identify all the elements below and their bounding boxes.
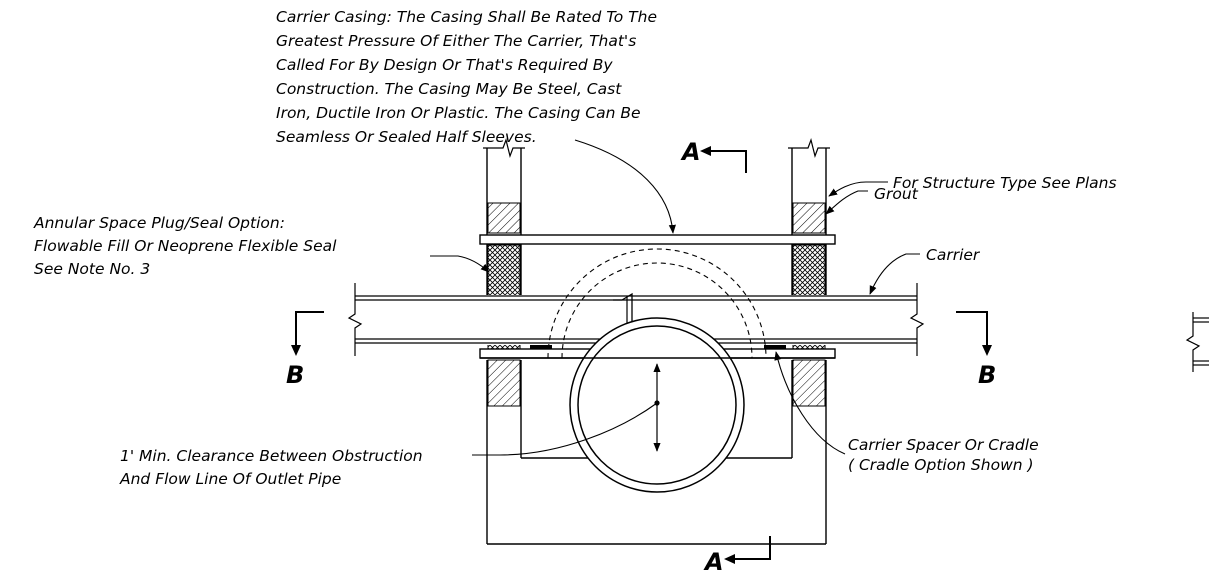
note-spacer-cradle: Carrier Spacer Or Cradle ( Cradle Option… — [848, 436, 1039, 474]
svg-text:Carrier Casing: The Casing Sha: Carrier Casing: The Casing Shall Be Rate… — [276, 8, 657, 26]
svg-text:Flowable Fill Or Neoprene Flex: Flowable Fill Or Neoprene Flexible Seal — [34, 237, 337, 255]
section-label-b-right: B — [978, 361, 996, 389]
cradle-block — [764, 342, 786, 349]
cradle-block — [530, 342, 552, 349]
note-annular-space: Annular Space Plug/Seal Option: Flowable… — [33, 214, 337, 278]
svg-text:1' Min. Clearance Between Obst: 1' Min. Clearance Between Obstruction — [120, 447, 423, 465]
section-marker-a-bottom — [724, 536, 771, 564]
section-marker-a-top — [700, 146, 747, 173]
svg-text:And Flow Line Of Outlet Pipe: And Flow Line Of Outlet Pipe — [119, 470, 341, 488]
svg-text:Carrier Spacer Or Cradle: Carrier Spacer Or Cradle — [848, 436, 1039, 454]
svg-text:( Cradle Option Shown ): ( Cradle Option Shown ) — [848, 456, 1034, 474]
svg-text:See Note No. 3: See Note No. 3 — [34, 260, 150, 278]
note-carrier: Carrier — [926, 246, 981, 264]
section-label-a-top: A — [680, 138, 701, 166]
svg-text:Seamless Or Sealed Half Sleeve: Seamless Or Sealed Half Sleeves. — [276, 128, 537, 146]
outlet-pipe — [480, 317, 835, 493]
leader-lines — [430, 139, 920, 456]
section-label-a-bottom: A — [703, 548, 724, 576]
svg-text:Construction. The Casing May: Construction. The Casing May Be Steel, C… — [276, 80, 622, 98]
svg-text:Iron, Ductile Iron Or Plastic.: Iron, Ductile Iron Or Plastic. The Casin… — [276, 104, 641, 122]
section-marker-b-right — [956, 311, 992, 356]
note-carrier-casing: Carrier Casing: The Casing Shall Be Rate… — [276, 8, 657, 146]
note-structure-type: For Structure Type See Plans — [893, 174, 1117, 192]
grout-fill — [487, 202, 826, 407]
note-grout: Grout — [874, 185, 919, 203]
structure-walls — [483, 137, 830, 545]
section-label-b-left: B — [286, 361, 304, 389]
svg-text:Called For By Design Or That's: Called For By Design Or That's Required … — [276, 56, 613, 74]
adjacent-detail-fragment — [1185, 312, 1209, 372]
svg-text:Annular Space Plug/Seal Option: Annular Space Plug/Seal Option: — [33, 214, 285, 232]
section-marker-b-left — [291, 311, 324, 356]
note-clearance: 1' Min. Clearance Between Obstruction An… — [119, 447, 423, 488]
svg-text:Greatest Pressure Of Either Th: Greatest Pressure Of Either The Carrier,… — [276, 32, 636, 50]
obstruction-hidden-outline — [547, 248, 767, 359]
